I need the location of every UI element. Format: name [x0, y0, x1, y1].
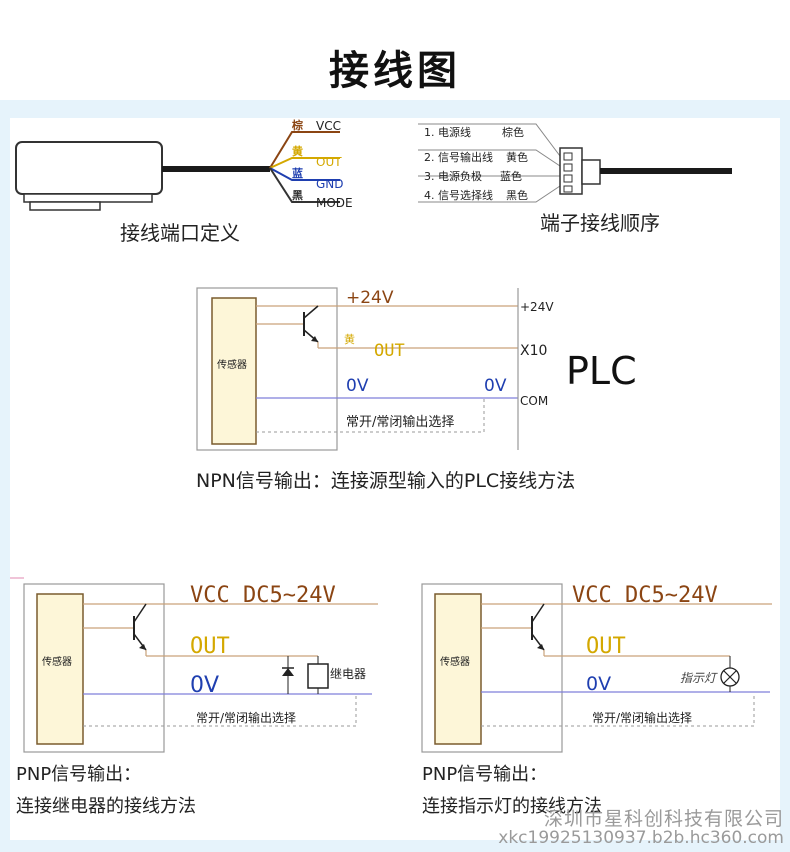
wire-blue-name: 蓝	[292, 166, 303, 180]
npn-sensor-block	[211, 297, 257, 445]
pin-4-color: 黑色	[506, 188, 528, 202]
port-definition-caption: 接线端口定义	[120, 221, 240, 245]
plc-label: PLC	[566, 349, 637, 393]
npn-0v-left: 0V	[346, 376, 369, 396]
wire-brown	[269, 131, 340, 169]
wire-black-name: 黑	[292, 189, 303, 202]
npn-plc-diagram: 传感器 +24V 黄 OUT 0V 0V 常开/常闭输出选择 +24V X10 …	[196, 287, 637, 492]
lamp-out-label: OUT	[586, 634, 626, 659]
relay-caption-line2: 连接继电器的接线方法	[16, 796, 196, 817]
lamp-mode-select: 常开/常闭输出选择	[592, 710, 692, 725]
pin-2-color: 黄色	[506, 150, 528, 164]
npn-caption: NPN信号输出：连接源型输入的PLC接线方法	[196, 470, 575, 492]
wire-vcc-label: VCC	[316, 119, 341, 133]
relay-load-label: 继电器	[330, 667, 366, 681]
npn-sensor-outline	[196, 287, 338, 451]
terminal-cable	[600, 168, 732, 174]
relay-sensor-block	[36, 593, 84, 745]
watermark-company: 深圳市星科创科技有限公司	[543, 808, 784, 830]
lamp-caption-line1: PNP信号输出：	[422, 764, 547, 785]
plc-com-label: COM	[520, 394, 548, 408]
relay-caption-line1: PNP信号输出：	[16, 764, 141, 785]
lamp-sensor-block	[434, 593, 482, 745]
lamp-caption-line2: 连接指示灯的接线方法	[422, 796, 602, 817]
lamp-0v-label: 0V	[586, 673, 611, 695]
relay-mode-select: 常开/常闭输出选择	[196, 710, 296, 725]
wire-gnd-label: GND	[316, 177, 344, 191]
pin-1-color: 棕色	[502, 125, 524, 139]
npn-24v-label: +24V	[346, 288, 394, 308]
wire-mode-label: MODE	[316, 196, 353, 210]
wire-yellow	[269, 157, 340, 169]
relay-coil-icon	[307, 663, 329, 689]
npn-mode-select: 常开/常闭输出选择	[346, 414, 454, 430]
npn-sensor-label: 传感器	[217, 358, 247, 371]
terminal-order: 1. 电源线 棕色 2. 信号输出线 黄色 3. 电源负极 蓝色 4. 信号选择…	[418, 123, 732, 235]
sensor-cable	[162, 166, 270, 172]
sensor-base	[23, 193, 153, 203]
pnp-lamp-diagram: 传感器 VCC DC5~24V OUT 0V 指示灯 常开/常闭输出选择 PNP…	[421, 583, 772, 817]
pnp-relay-diagram: 传感器 VCC DC5~24V OUT 0V 继电器 常开/常闭输出选择 PNP…	[10, 577, 378, 817]
lamp-sensor-label: 传感器	[440, 655, 470, 668]
pin-4-name: 4. 信号选择线	[424, 188, 493, 202]
pin-3-name: 3. 电源负极	[424, 169, 482, 183]
npn-0v-right: 0V	[484, 376, 507, 396]
wire-out-label: OUT	[316, 155, 342, 169]
wire-black	[269, 167, 340, 203]
pin-1-name: 1. 电源线	[424, 125, 471, 139]
wire-brown-name: 棕	[291, 118, 303, 132]
watermark-url: xkc19925130937.b2b.hc360.com	[498, 828, 784, 848]
pin-3-color: 蓝色	[500, 169, 522, 183]
npn-yellow-mark: 黄	[344, 332, 355, 346]
sensor-body	[15, 141, 163, 195]
relay-sensor-label: 传感器	[42, 655, 72, 668]
pin-2-name: 2. 信号输出线	[424, 150, 493, 164]
plc-24v-label: +24V	[520, 300, 554, 314]
port-definition: 棕 VCC 黄 OUT 蓝 GND 黑 MODE 接线端口定义	[15, 118, 353, 245]
diagram-card	[10, 118, 780, 840]
wire-blue	[269, 167, 340, 181]
lamp-load-label: 指示灯	[680, 671, 718, 685]
page-title: 接线图	[329, 48, 461, 94]
relay-vcc-label: VCC DC5~24V	[190, 583, 336, 608]
terminal-order-caption: 端子接线顺序	[540, 211, 660, 235]
lamp-vcc-label: VCC DC5~24V	[572, 583, 718, 608]
diode-icon	[282, 668, 294, 676]
npn-out-label: OUT	[374, 341, 405, 361]
plc-x10-label: X10	[520, 343, 547, 359]
relay-out-label: OUT	[190, 634, 230, 659]
wire-yellow-name: 黄	[292, 144, 303, 158]
sensor-mount	[29, 201, 101, 211]
relay-0v-label: 0V	[190, 673, 219, 698]
